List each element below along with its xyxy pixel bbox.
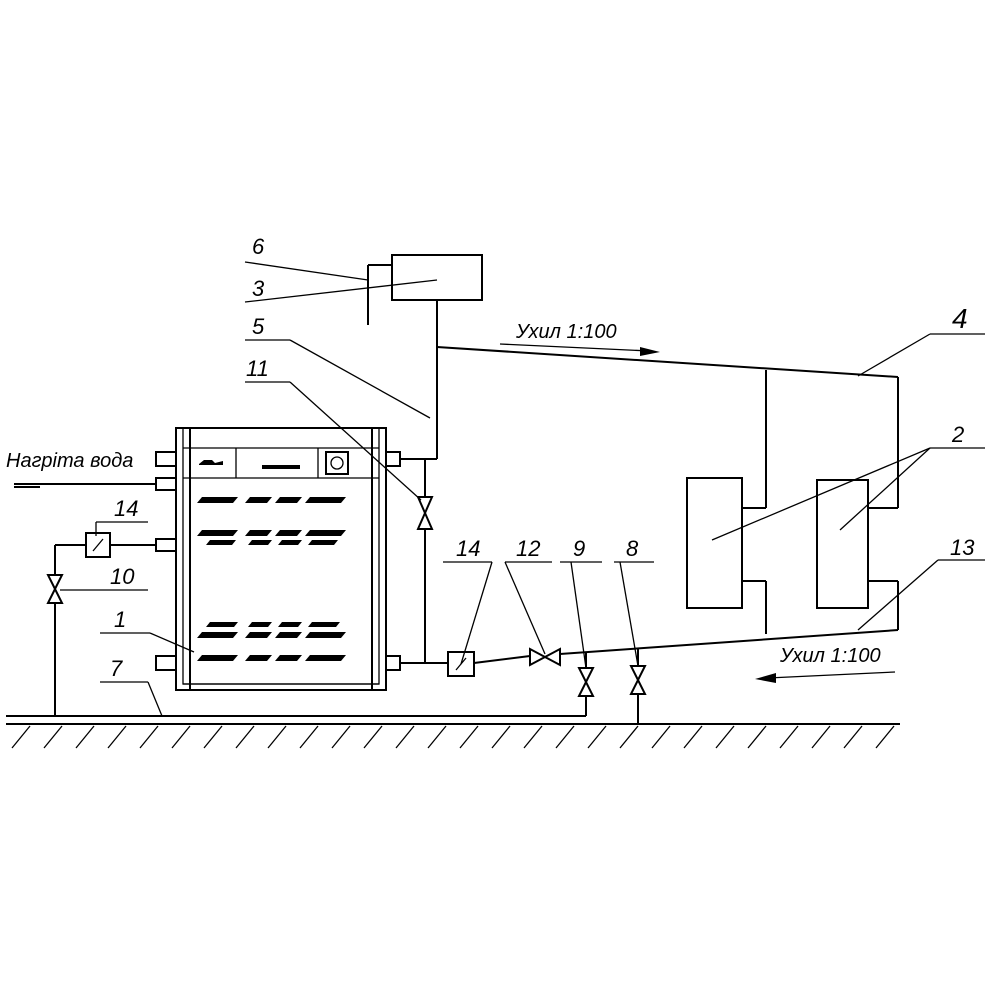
boiler-nozzle-drain (155, 655, 177, 671)
boiler-nozzle-dhw (155, 477, 177, 491)
expansion-tank (367, 254, 483, 459)
label-1: 1 (114, 607, 126, 632)
label-9: 9 (573, 536, 585, 561)
filter-14-return (447, 651, 475, 677)
label-8: 8 (626, 536, 639, 561)
label-11: 11 (246, 356, 269, 381)
cold-water-feed (46, 532, 156, 716)
slope-arrow-bottom (755, 671, 896, 683)
valve-12 (529, 647, 561, 667)
label-12: 12 (516, 536, 540, 561)
valve-10 (46, 574, 64, 604)
caption-slope-top: Ухил 1:100 (515, 321, 617, 343)
label-10: 10 (110, 564, 135, 589)
boiler-grill-bottom (197, 622, 346, 661)
boiler-nozzle-supply (385, 451, 401, 467)
bypass-pipe (416, 459, 434, 663)
label-7: 7 (110, 656, 123, 681)
boiler-gauge (325, 451, 349, 475)
boiler-nozzle-hot (155, 451, 177, 467)
slope-arrow-top (499, 343, 660, 356)
radiator-left (686, 477, 743, 609)
label-3: 3 (252, 276, 265, 301)
leader-lines (60, 261, 985, 717)
boiler-grill-top (197, 497, 346, 545)
label-2: 2 (951, 422, 964, 447)
supply-pipes (400, 346, 899, 509)
drain-valves (296, 648, 647, 724)
label-14-feed: 14 (114, 496, 138, 521)
hot-water-pipe (14, 483, 156, 488)
valve-11 (416, 496, 434, 530)
label-14-return: 14 (456, 536, 480, 561)
boiler-nozzle-cold (155, 538, 177, 552)
label-6: 6 (252, 234, 265, 259)
valve-9 (577, 667, 595, 697)
valve-8 (629, 665, 647, 695)
label-4: 4 (952, 303, 968, 334)
floor (6, 715, 900, 749)
radiator-right (816, 479, 869, 609)
label-5: 5 (252, 314, 265, 339)
boiler-logo (199, 460, 223, 465)
boiler-nozzle-return (385, 655, 401, 671)
floor-hatching (11, 725, 895, 749)
label-13: 13 (950, 535, 975, 560)
boiler (155, 427, 401, 691)
caption-slope-bottom: Ухил 1:100 (779, 645, 881, 667)
caption-heated-water: Нагріта вода (6, 450, 133, 472)
